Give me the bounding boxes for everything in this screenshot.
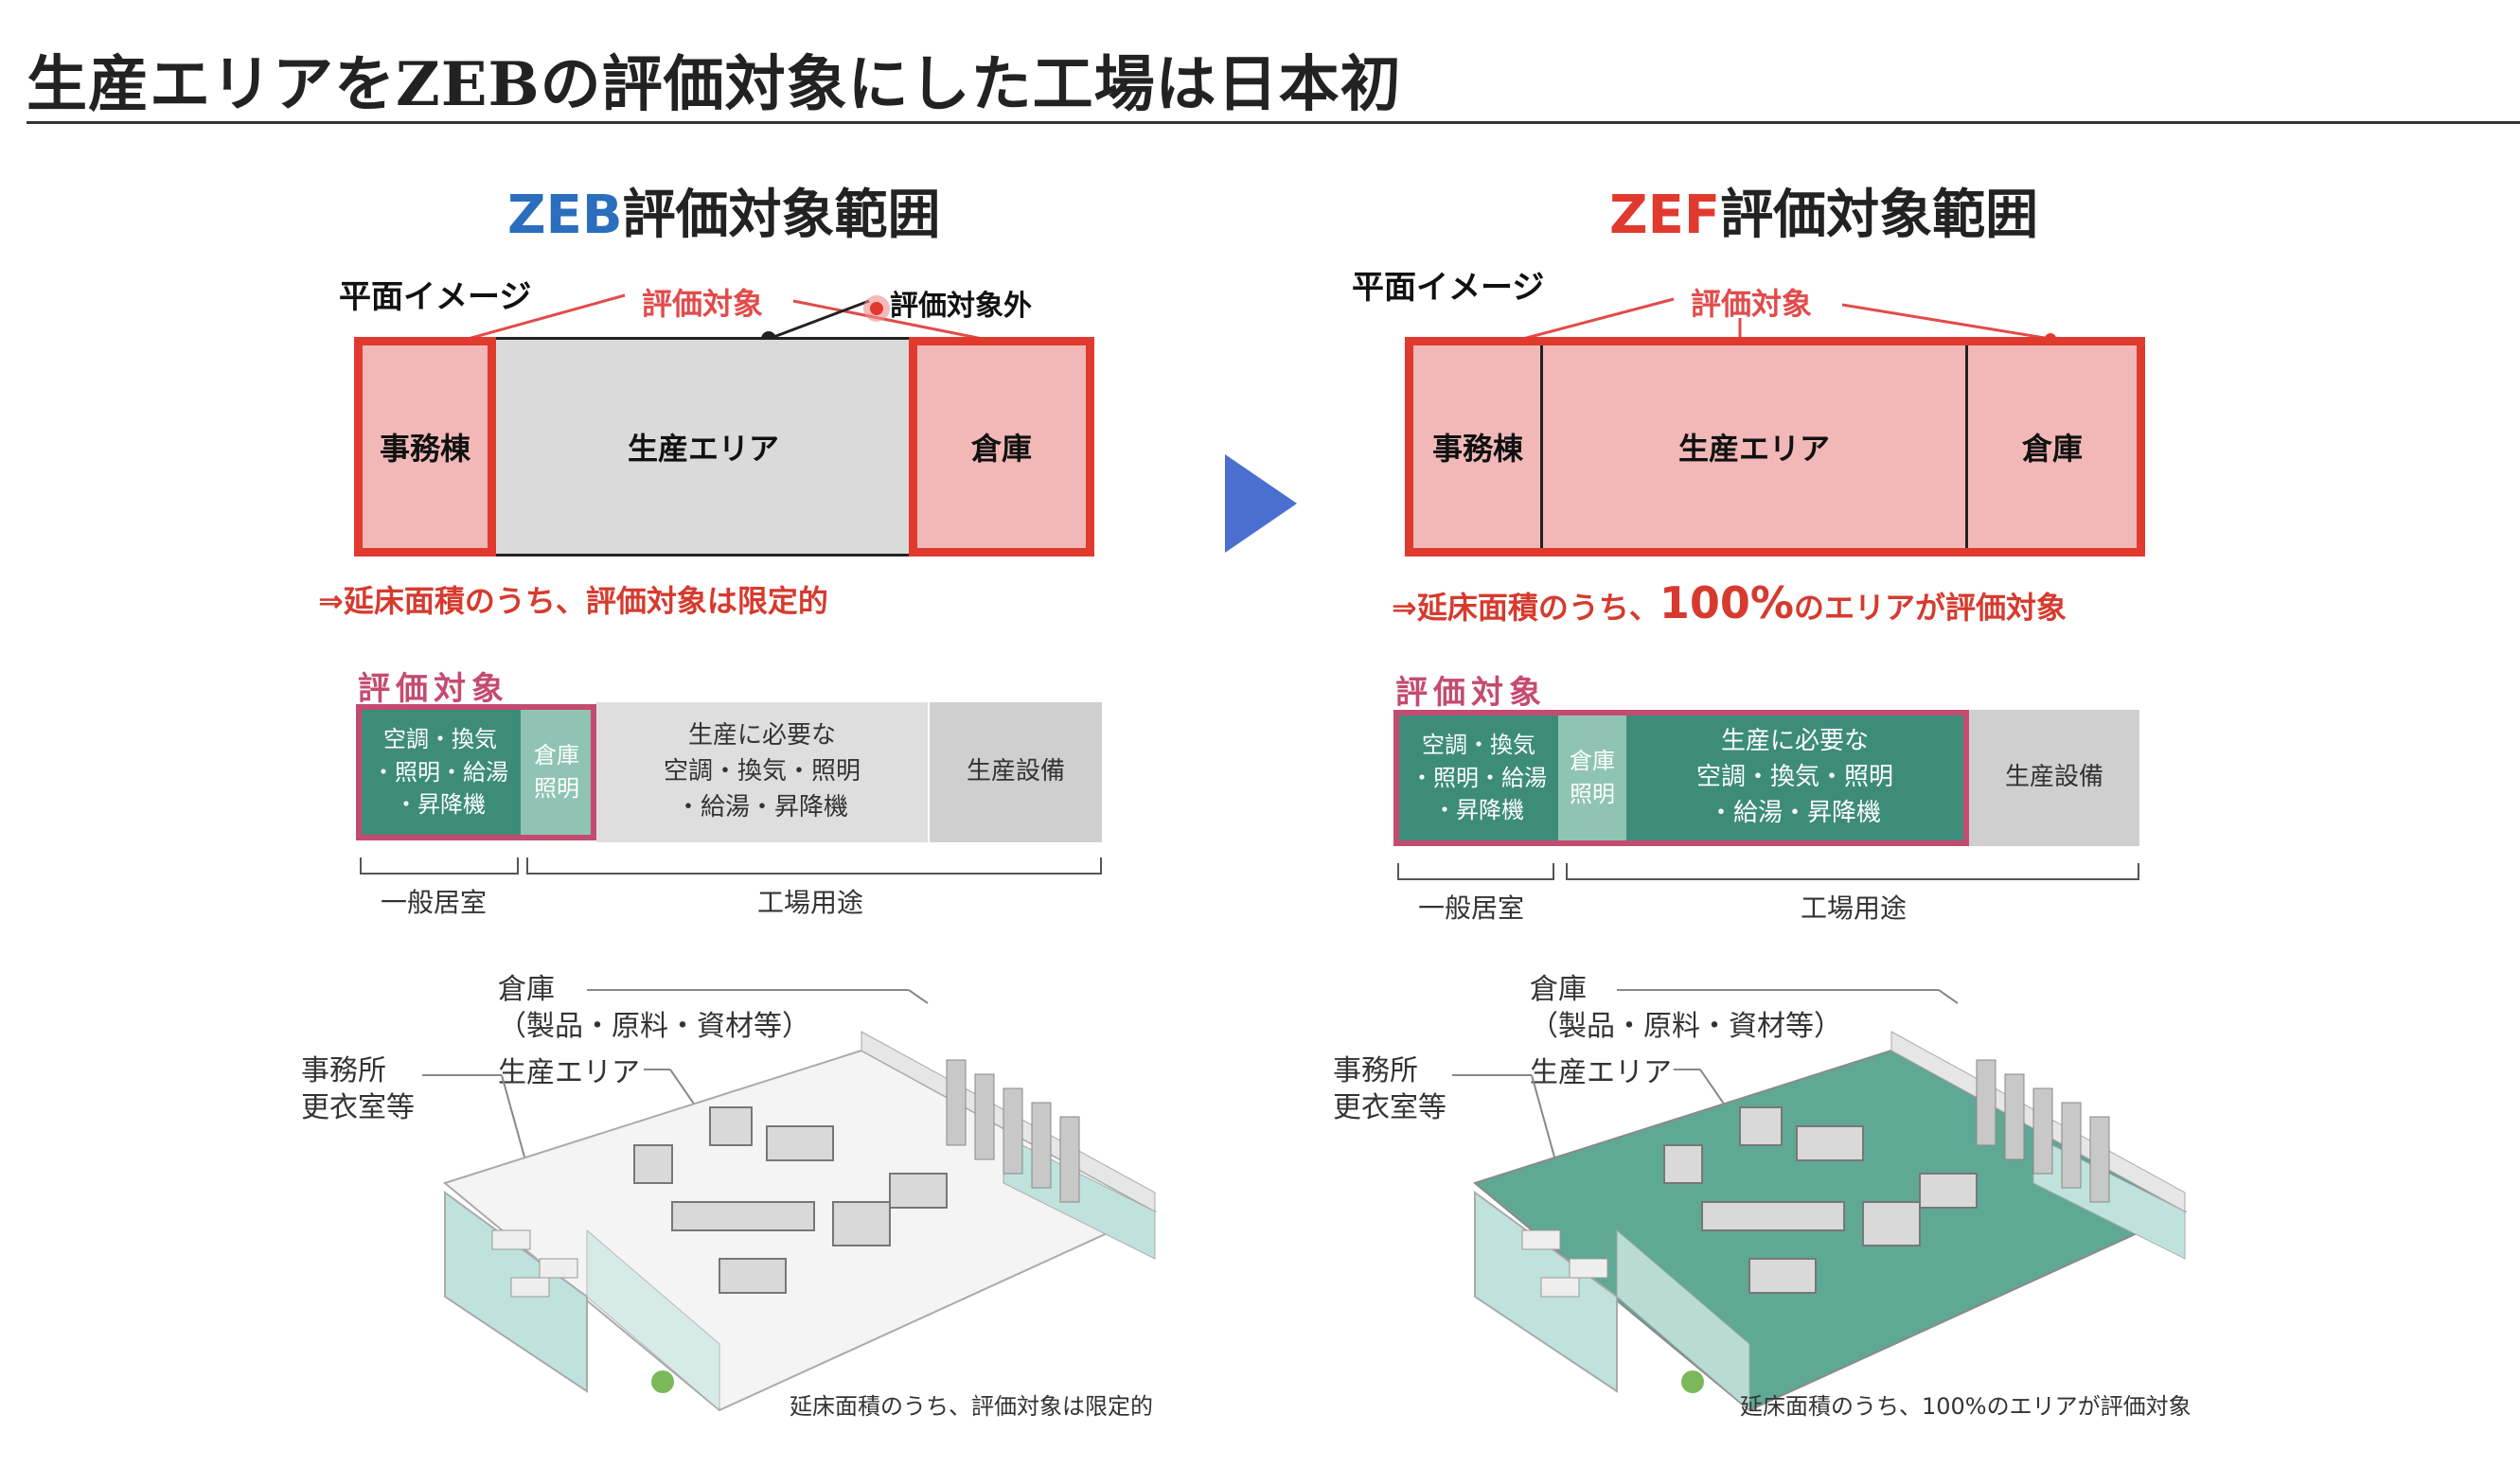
zeb-illus-office-label: 事務所 更衣室等	[301, 1054, 415, 1124]
zef-bracket-factory	[1566, 863, 2139, 880]
zef-eval-section-label: 評価対象	[1395, 674, 1547, 712]
zeb-bracket-general-label: 一般居室	[381, 887, 488, 918]
zeb-eval-frame	[356, 704, 596, 840]
zef-plan-divider-1	[1540, 345, 1543, 548]
zeb-bracket-factory-label: 工場用途	[757, 887, 864, 918]
zef-seg-equipment: 生産設備	[1969, 710, 2139, 846]
zeb-eval-excluded-label: 評価対象外	[890, 290, 1032, 323]
zeb-seg-production: 生産に必要な 空調・換気・照明 ・給湯・昇降機	[596, 702, 928, 842]
zef-seg-office: 空調・換気 ・照明・給湯 ・昇降機	[1399, 716, 1558, 840]
zeb-excluded-marker	[870, 302, 883, 315]
zef-plan-production: 生産エリア	[1543, 345, 1965, 548]
zeb-illus-caption: 延床面積のうち、評価対象は限定的	[790, 1393, 1153, 1420]
zef-plan-office: 事務棟	[1413, 345, 1542, 548]
zef-plan-production-label: 生産エリア	[1677, 431, 1830, 467]
zef-eval-frame	[1393, 710, 1969, 846]
zef-heading-prefix: ZEF	[1609, 185, 1721, 246]
zef-plan-office-label: 事務棟	[1431, 431, 1523, 467]
zeb-seg-equipment: 生産設備	[930, 702, 1102, 842]
page-title: 生産エリアをZEBの評価対象にした工場は日本初	[27, 49, 1402, 120]
zeb-plan-warehouse-label: 倉庫	[970, 431, 1032, 467]
zeb-heading-prefix: ZEB	[507, 185, 623, 246]
zef-illus-warehouse-label: 倉庫 （製品・原料・資材等）	[1530, 973, 1842, 1043]
zef-heading-suffix: 評価対象範囲	[1720, 185, 2039, 246]
zef-note-suffix: のエリアが評価対象	[1793, 590, 2067, 626]
zef-plan-warehouse: 倉庫	[1968, 345, 2137, 548]
zef-factory-illustration	[1452, 989, 2188, 1412]
zef-illus-caption: 延床面積のうち、100%のエリアが評価対象	[1740, 1393, 2192, 1420]
zef-heading: ZEF評価対象範囲	[1609, 172, 2038, 249]
zef-eval-target-label: 評価対象	[1691, 286, 1813, 322]
zeb-heading-suffix: 評価対象範囲	[622, 185, 941, 246]
zef-seg-production: 生産に必要な 空調・換気・照明 ・給湯・昇降機	[1626, 716, 1963, 840]
zeb-plan-office: 事務棟	[354, 337, 496, 557]
title-divider	[27, 121, 2520, 124]
transition-arrow-icon	[1225, 454, 1297, 553]
zeb-illus-warehouse-label: 倉庫 （製品・原料・資材等）	[498, 973, 810, 1043]
zeb-excluded-leader	[768, 299, 870, 341]
zeb-plan-production: 生産エリア	[499, 343, 908, 551]
zeb-heading: ZEB評価対象範囲	[507, 172, 941, 249]
zeb-eval-target-label: 評価対象	[642, 286, 764, 322]
zeb-bracket-factory	[526, 857, 1102, 875]
zeb-plan-office-label: 事務棟	[379, 431, 470, 467]
zeb-leader-right	[792, 299, 1003, 345]
zeb-leader-left	[453, 293, 626, 345]
zef-seg-warehouse: 倉庫 照明	[1558, 716, 1626, 840]
zeb-illus-production-label: 生産エリア	[498, 1056, 640, 1089]
zef-note-prefix: ⇒延床面積のうち、	[1392, 590, 1659, 626]
zeb-note: ⇒延床面積のうち、評価対象は限定的	[318, 583, 828, 619]
zef-illus-office-label: 事務所 更衣室等	[1333, 1054, 1446, 1124]
zeb-seg-warehouse: 倉庫 照明	[521, 708, 593, 837]
zef-bracket-factory-label: 工場用途	[1801, 893, 1908, 924]
zef-plan-image-label: 平面イメージ	[1352, 269, 1545, 307]
zeb-seg-office: 空調・換気 ・照明・給湯 ・昇降機	[360, 708, 521, 837]
zeb-plan-image-label: 平面イメージ	[339, 278, 532, 316]
zef-note-big: 100%	[1659, 577, 1794, 628]
zef-bracket-general-label: 一般居室	[1418, 893, 1525, 924]
zeb-factory-illustration	[422, 989, 1158, 1412]
zef-illus-production-label: 生産エリア	[1530, 1056, 1672, 1089]
zef-plan-warehouse-label: 倉庫	[2021, 431, 2083, 467]
zeb-plan-warehouse: 倉庫	[909, 337, 1094, 557]
zeb-plan-production-label: 生産エリア	[627, 431, 779, 467]
zeb-eval-section-label: 評価対象	[358, 670, 509, 708]
zef-leader-right	[1841, 303, 2051, 341]
zef-bracket-general	[1397, 863, 1554, 880]
zeb-bracket-general	[360, 857, 519, 875]
zef-note: ⇒延床面積のうち、100%のエリアが評価対象	[1392, 577, 2067, 628]
zef-plan-divider-2	[1965, 345, 1968, 548]
zef-plan	[1405, 337, 2145, 557]
